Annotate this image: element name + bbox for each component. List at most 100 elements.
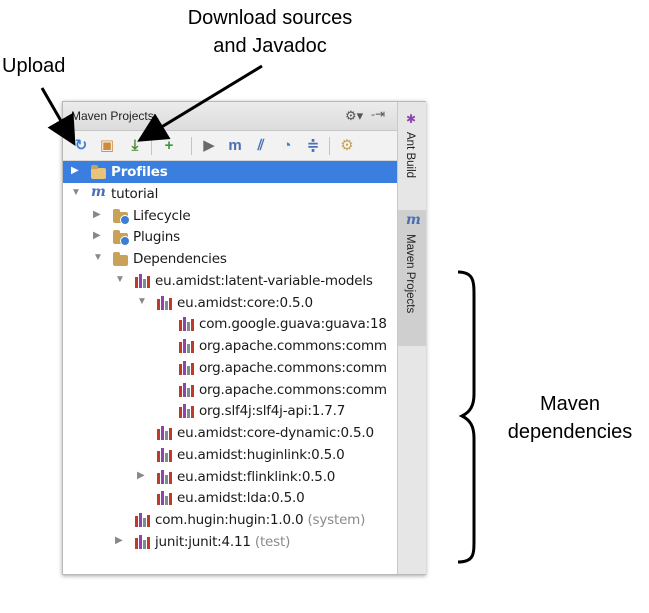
dependencies-brace: [457, 270, 476, 564]
refresh-icon: ↻: [74, 137, 88, 154]
collapsed-arrow-icon[interactable]: ▶: [93, 230, 101, 242]
settings-button[interactable]: ⚙: [337, 136, 357, 156]
tree-item-label: com.google.guava:guava:18: [199, 316, 387, 332]
tree-item[interactable]: ▶ junit:junit:4.11 (test): [63, 531, 397, 553]
library-icon: [135, 513, 150, 527]
library-icon: [135, 534, 150, 549]
library-icon: [157, 491, 172, 506]
tree-item-text: com.hugin:hugin:1.0.0: [155, 512, 304, 528]
side-tool-strip: ✱ Ant Build m Maven Projects: [397, 102, 426, 574]
library-icon: [179, 404, 194, 419]
expanded-arrow-icon[interactable]: ▼: [71, 186, 81, 198]
expanded-arrow-icon[interactable]: ▼: [137, 295, 147, 307]
tree-item[interactable]: ▶ eu.amidst:flinklink:0.5.0: [63, 466, 397, 488]
library-icon: [179, 382, 194, 397]
collapsed-arrow-icon[interactable]: ▶: [137, 469, 145, 481]
maven-module-icon: m: [91, 183, 106, 200]
tree-item[interactable]: ▼ Dependencies: [63, 248, 397, 270]
expanded-arrow-icon[interactable]: ▼: [115, 273, 125, 285]
collapsed-arrow-icon[interactable]: ▶: [71, 165, 79, 176]
tree-item[interactable]: com.google.guava:guava:18: [63, 313, 397, 335]
tree-item-label: eu.amidst:huginlink:0.5.0: [177, 447, 345, 463]
tree-item-label: Dependencies: [133, 251, 227, 267]
tab-ant-build-label: Ant Build: [404, 132, 416, 179]
folder-refresh-icon: ▣: [99, 137, 115, 154]
tree-item[interactable]: ▶ Lifecycle: [63, 205, 397, 227]
expanded-arrow-icon[interactable]: ▼: [93, 252, 103, 263]
tree-item-label: eu.amidst:core:0.5.0: [177, 295, 313, 311]
annotation-download-line1: Download sources: [187, 7, 353, 29]
collapsed-arrow-icon[interactable]: ▶: [115, 534, 123, 546]
tree-item-label: eu.amidst:lda:0.5.0: [177, 490, 305, 507]
tree-item[interactable]: org.slf4j:slf4j-api:1.7.7: [63, 400, 397, 422]
maven-settings-icon: ⚙: [340, 137, 354, 154]
tree-item[interactable]: org.apache.commons:comm: [63, 357, 397, 379]
tree-item-label: eu.amidst:latent-variable-models: [155, 273, 373, 289]
tree-item-text: eu.amidst:core-dynamic:0.5.0: [177, 425, 374, 441]
skip-tests-icon: ⫽: [257, 137, 265, 154]
skip-tests-button[interactable]: ⫽: [251, 136, 271, 156]
execute-goal-button[interactable]: m: [225, 136, 245, 156]
offline-button[interactable]: ◔: [277, 136, 297, 156]
reimport-button[interactable]: ↻: [71, 136, 91, 156]
tree-item-profiles[interactable]: ▶ Profiles: [63, 161, 397, 183]
tree-item-label: org.apache.commons:comm: [199, 382, 387, 398]
plus-icon: +: [164, 137, 174, 154]
annotation-maven-line2: dependencies: [507, 421, 633, 443]
library-icon: [157, 295, 172, 310]
gear-icon[interactable]: ⚙▾: [345, 108, 364, 123]
tree-item-text: org.apache.commons:comm: [199, 359, 387, 376]
folder-icon: [91, 165, 106, 179]
tree-item-text: eu.amidst:lda:0.5.0: [177, 490, 305, 507]
hide-panel-icon[interactable]: -⇥: [371, 107, 386, 121]
tree-item[interactable]: eu.amidst:huginlink:0.5.0: [63, 444, 397, 466]
project-tree: ▶ Profiles ▼ m tutorial ▶ Lifecycle ▶ Plugins ▼ De…: [63, 161, 397, 573]
tab-ant-build[interactable]: ✱ Ant Build: [398, 106, 426, 202]
tab-maven-projects[interactable]: m Maven Projects: [398, 210, 426, 346]
tree-item-text: Plugins: [133, 229, 180, 246]
tree-item-label: Plugins: [133, 229, 180, 245]
tree-item-text: Lifecycle: [133, 207, 191, 224]
collapsed-arrow-icon[interactable]: ▶: [93, 208, 101, 220]
tree-item-scope: (test): [250, 533, 291, 550]
tree-item-text: junit:junit:4.11: [155, 533, 251, 550]
tree-item-label: Lifecycle: [133, 207, 191, 224]
folder-gear-icon: [113, 208, 130, 225]
download-sources-button[interactable]: ⤓: [125, 136, 145, 156]
tree-item-text: eu.amidst:core:0.5.0: [177, 294, 313, 311]
folder-icon: [113, 252, 128, 266]
annotation-maven-line1: Maven: [539, 393, 601, 415]
tree-item[interactable]: ▼ m tutorial: [63, 183, 397, 205]
tree-item-text: Profiles: [111, 164, 168, 180]
annotation-upload: Upload: [2, 55, 66, 77]
tree-item-label: Profiles: [111, 164, 168, 180]
library-icon: [157, 426, 172, 440]
tree-item-text: org.apache.commons:comm: [199, 338, 387, 354]
tree-item-label: org.slf4j:slf4j-api:1.7.7: [199, 403, 345, 419]
tree-item[interactable]: ▶ Plugins: [63, 226, 397, 248]
collapse-all-button[interactable]: ≑: [303, 136, 323, 156]
tree-item-text: org.apache.commons:comm: [199, 381, 387, 398]
tree-item-text: eu.amidst:latent-variable-models: [155, 272, 373, 289]
folder-gear-icon: [113, 230, 130, 247]
tree-item-text: tutorial: [111, 185, 159, 202]
panel-title: Maven Projects: [71, 109, 154, 123]
tree-item-label: eu.amidst:flinklink:0.5.0: [177, 469, 335, 485]
tree-item[interactable]: org.apache.commons:comm: [63, 335, 397, 357]
maven-icon: m: [406, 212, 421, 228]
add-project-button[interactable]: +: [159, 136, 179, 156]
library-icon: [157, 447, 172, 462]
tree-item[interactable]: com.hugin:hugin:1.0.0 (system): [63, 509, 397, 531]
tree-item[interactable]: eu.amidst:core-dynamic:0.5.0: [63, 422, 397, 444]
tree-item[interactable]: eu.amidst:lda:0.5.0: [63, 487, 397, 509]
annotation-download-line2: and Javadoc: [213, 35, 327, 57]
maven-projects-panel: Maven Projects ⚙▾ -⇥ ↻ ▣ ⤓ + ▶ m ⫽ ◔ ≑ ⚙ ▶ Profile…: [62, 101, 426, 575]
tree-item[interactable]: ▼ eu.amidst:latent-variable-models: [63, 270, 397, 292]
tree-item-text: org.slf4j:slf4j-api:1.7.7: [199, 403, 346, 420]
generate-sources-button[interactable]: ▣: [97, 136, 117, 156]
tree-item[interactable]: ▼ eu.amidst:core:0.5.0: [63, 292, 397, 314]
toolbar-separator: [191, 137, 192, 155]
tree-item-label: org.apache.commons:comm: [199, 360, 387, 376]
tree-item[interactable]: org.apache.commons:comm: [63, 379, 397, 401]
run-button[interactable]: ▶: [199, 136, 219, 156]
